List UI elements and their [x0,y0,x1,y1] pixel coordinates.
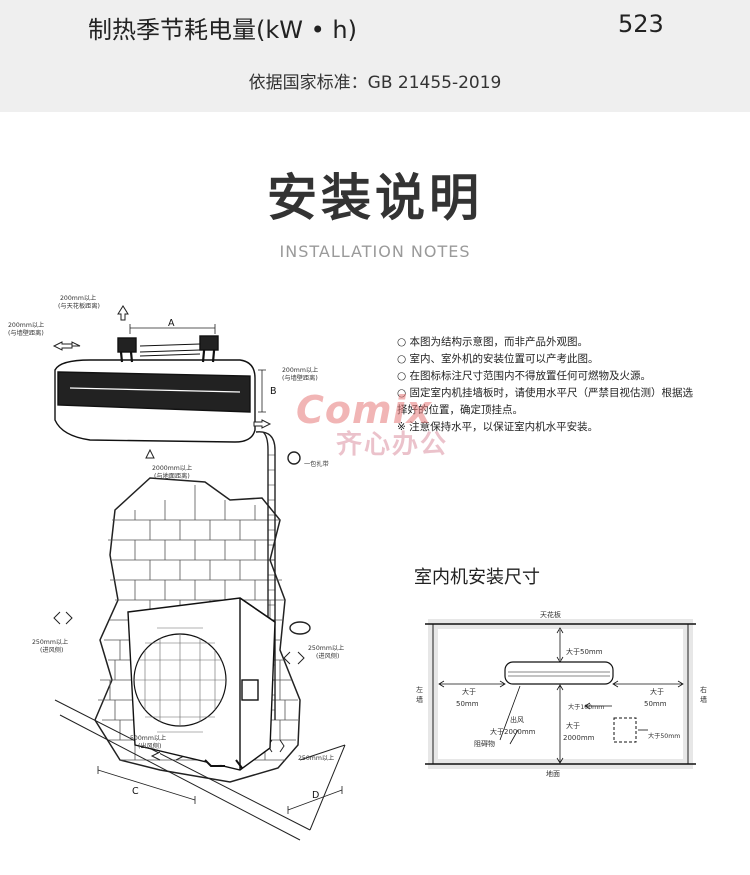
clearance-arrows [52,305,305,761]
spec-label: 制热季节耗电量(kW • h) [88,16,357,44]
floor-label: 地面 [546,769,560,778]
pipe-note: 一包扎带 [304,460,329,468]
left-clearance-note: (与墙壁距离) [8,329,44,337]
bottom-clearance: 2000mm以上 [152,464,192,472]
dim-d: D [312,790,319,801]
left-clearance: 200mm以上 [8,321,44,329]
out-back: 250mm以上 [298,754,334,762]
out-left-note: (进风侧) [40,646,63,654]
ceiling-label: 天花板 [540,610,561,619]
top-clearance-note: (与天花板距离) [58,302,100,310]
spec-band: 制热季节耗电量(kW • h) 523 依据国家标准：GB 21455-2019 [0,0,750,112]
bottom-clearance-note: (与地面距离) [154,472,190,480]
floor-lines [54,699,346,841]
left-wall-2: 墙 [416,695,423,704]
outlet-3: 阻碍物 [474,739,495,748]
section-title: 安装说明 [267,169,483,227]
pipe-gap-2: 大于50mm [648,732,680,740]
dim-b: B [270,386,277,397]
right-wall-1: 右 [700,685,707,694]
note-item: 择好的位置，确定顶挂点。 [397,404,523,416]
out-right: 250mm以上 [308,644,344,652]
outdoor-unit [127,597,276,771]
floor-gap-1: 大于 [566,721,580,730]
indoor-dimension-diagram [425,619,696,769]
watermark-cn: 齐心办公 [336,430,449,460]
right-gap-1: 大于 [650,687,664,696]
indoor-unit [54,335,256,443]
watermark-brand: Comix [296,388,433,432]
left-gap-2: 50mm [456,700,479,708]
outlet-2: 大于2000mm [490,727,536,736]
note-item: ○ 在图标标注尺寸范围内不得放置任何可燃物及火源。 [397,370,651,382]
pipe-gap-1: 大于100mm [568,703,604,711]
right-wall-2: 墙 [700,695,707,704]
note-item: ○ 固定室内机挂墙板时，请使用水平尺（严禁目视估测）根据选 [397,387,693,399]
out-left: 250mm以上 [32,638,68,646]
top-clearance: 200mm以上 [60,294,96,302]
note-item: ○ 本图为结构示意图，而非产品外观图。 [397,336,588,348]
right-clearance-note: (与墙壁距离) [282,374,318,382]
left-wall-1: 左 [416,685,423,694]
note-item: ※ 注意保持水平，以保证室内机水平安装。 [397,421,599,433]
indoor-title: 室内机安装尺寸 [414,567,540,588]
installation-notes: ○ 本图为结构示意图，而非产品外观图。 ○ 室内、室外机的安装位置可以产考此图。… [397,334,693,436]
out-right-note: (进风侧) [316,652,339,660]
out-front-note: (出风侧) [138,742,161,750]
pipe [255,431,311,720]
dim-c: C [132,786,139,797]
right-gap-2: 50mm [644,700,667,708]
outlet-1: 出风 [510,715,524,724]
dim-a: A [168,318,175,329]
left-gap-1: 大于 [462,687,476,696]
section-subtitle: INSTALLATION NOTES [279,242,471,261]
spec-value: 523 [618,10,664,38]
right-clearance: 200mm以上 [282,366,318,374]
note-item: ○ 室内、室外机的安装位置可以产考此图。 [397,353,599,365]
top-gap: 大于50mm [566,647,603,656]
out-front: 500mm以上 [130,734,166,742]
floor-gap-2: 2000mm [563,734,595,742]
spec-standard: 依据国家标准：GB 21455-2019 [248,73,502,93]
